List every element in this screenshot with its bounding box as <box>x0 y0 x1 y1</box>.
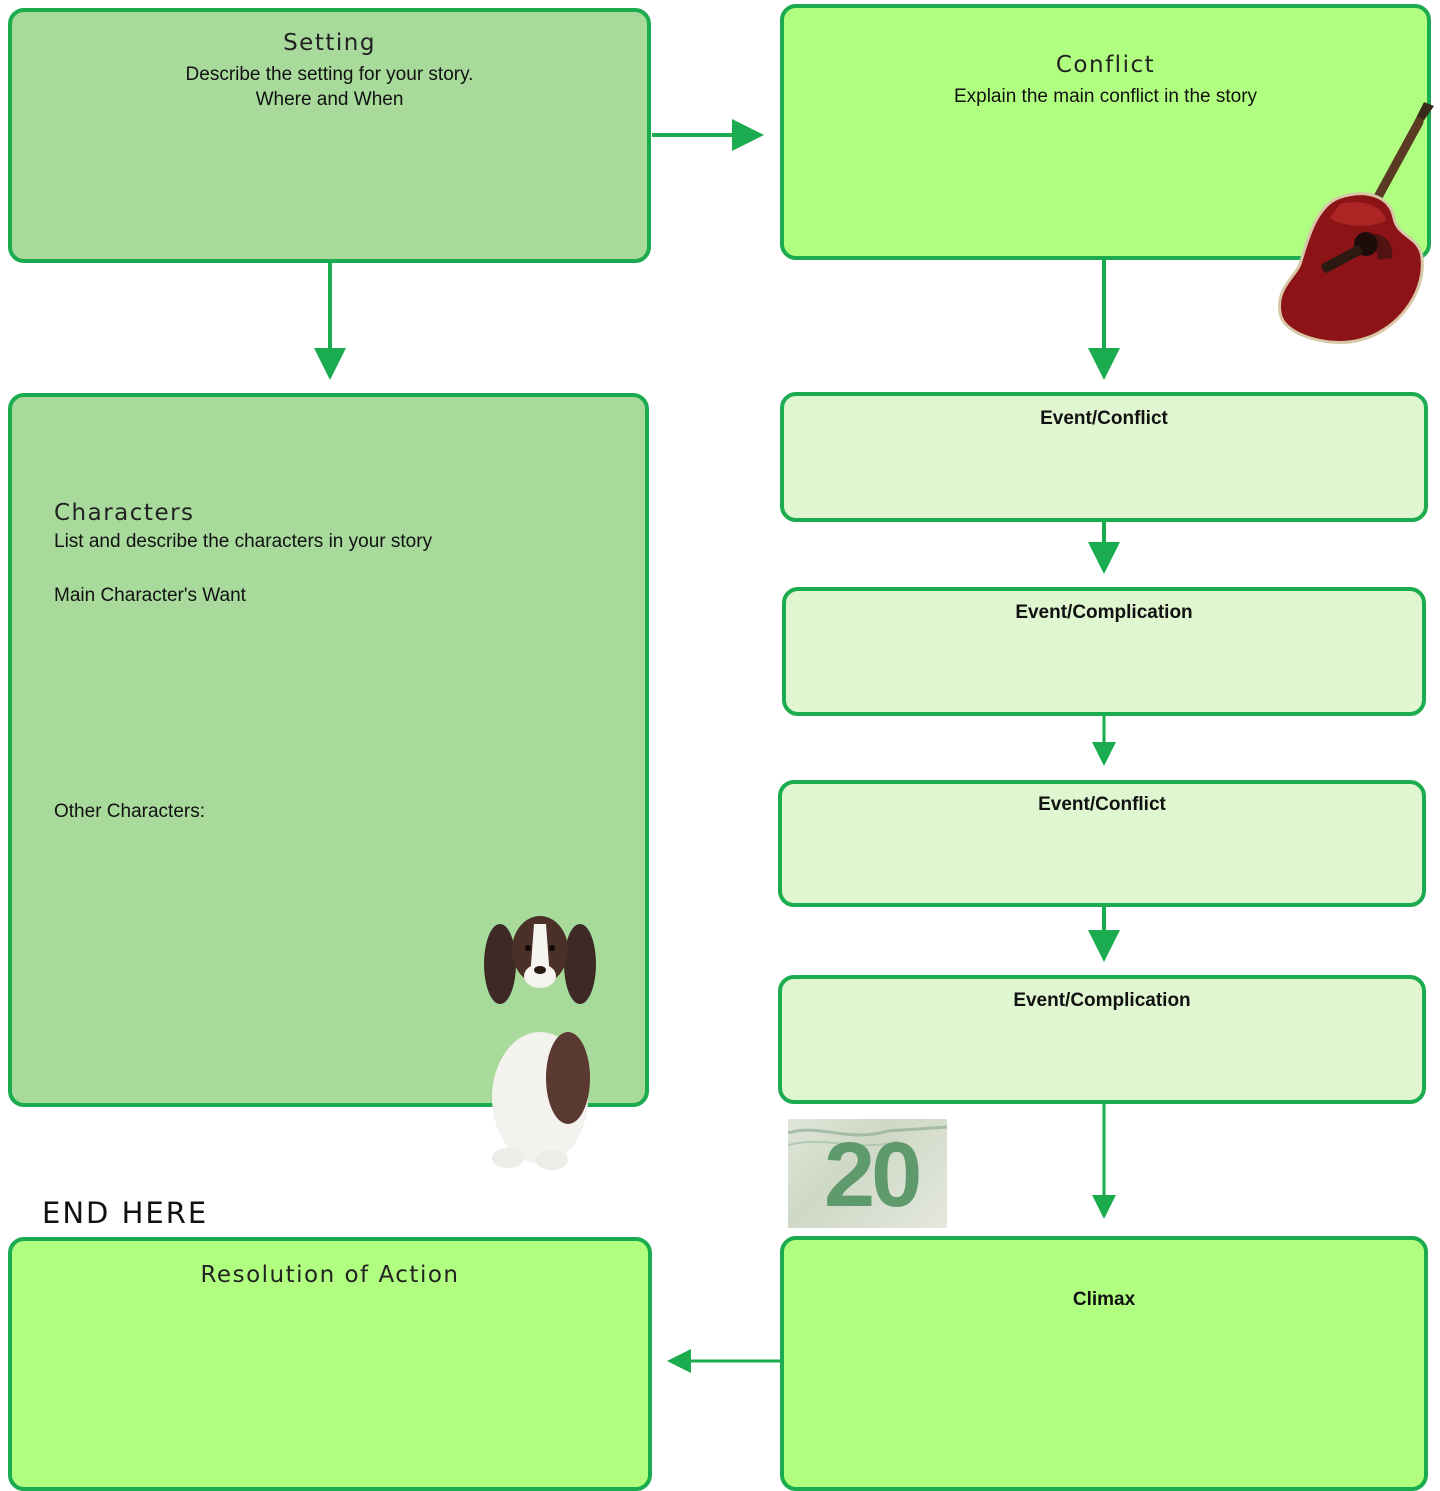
banknote-number: 20 <box>824 1124 922 1226</box>
event-box-1: Event/Conflict <box>780 392 1428 522</box>
event-box-3: Event/Conflict <box>778 780 1426 907</box>
setting-box: Setting Describe the setting for your st… <box>8 8 651 263</box>
conflict-line1: Explain the main conflict in the story <box>953 86 1258 107</box>
end-here-label: END HERE <box>42 1196 209 1230</box>
event-box-2: Event/Complication <box>782 587 1426 716</box>
conflict-title: Conflict <box>1055 52 1156 78</box>
resolution-title: Resolution of Action <box>200 1262 460 1288</box>
event-label-3: Event/Conflict <box>1038 794 1166 815</box>
dog-image <box>484 916 596 1170</box>
other-characters: Other Characters: <box>54 801 205 822</box>
event-box-4: Event/Complication <box>778 975 1426 1104</box>
event-label-4: Event/Complication <box>1013 990 1191 1011</box>
main-character-want: Main Character's Want <box>54 585 246 606</box>
resolution-box: Resolution of Action <box>8 1237 652 1491</box>
setting-title: Setting <box>283 30 376 56</box>
banknote-pattern <box>788 1125 947 1147</box>
guitar-image <box>1278 102 1434 344</box>
characters-title: Characters <box>54 500 195 526</box>
setting-line2: Where and When <box>255 89 404 110</box>
characters-box: Characters List and describe the charact… <box>8 393 649 1107</box>
climax-label: Climax <box>1072 1289 1136 1310</box>
event-label-2: Event/Complication <box>1015 602 1193 623</box>
climax-box: Climax <box>780 1236 1428 1491</box>
setting-line1: Describe the setting for your story. <box>185 64 474 85</box>
event-label-1: Event/Conflict <box>1040 408 1168 429</box>
banknote-image: 20 <box>788 1119 947 1228</box>
characters-line1: List and describe the characters in your… <box>54 531 433 552</box>
